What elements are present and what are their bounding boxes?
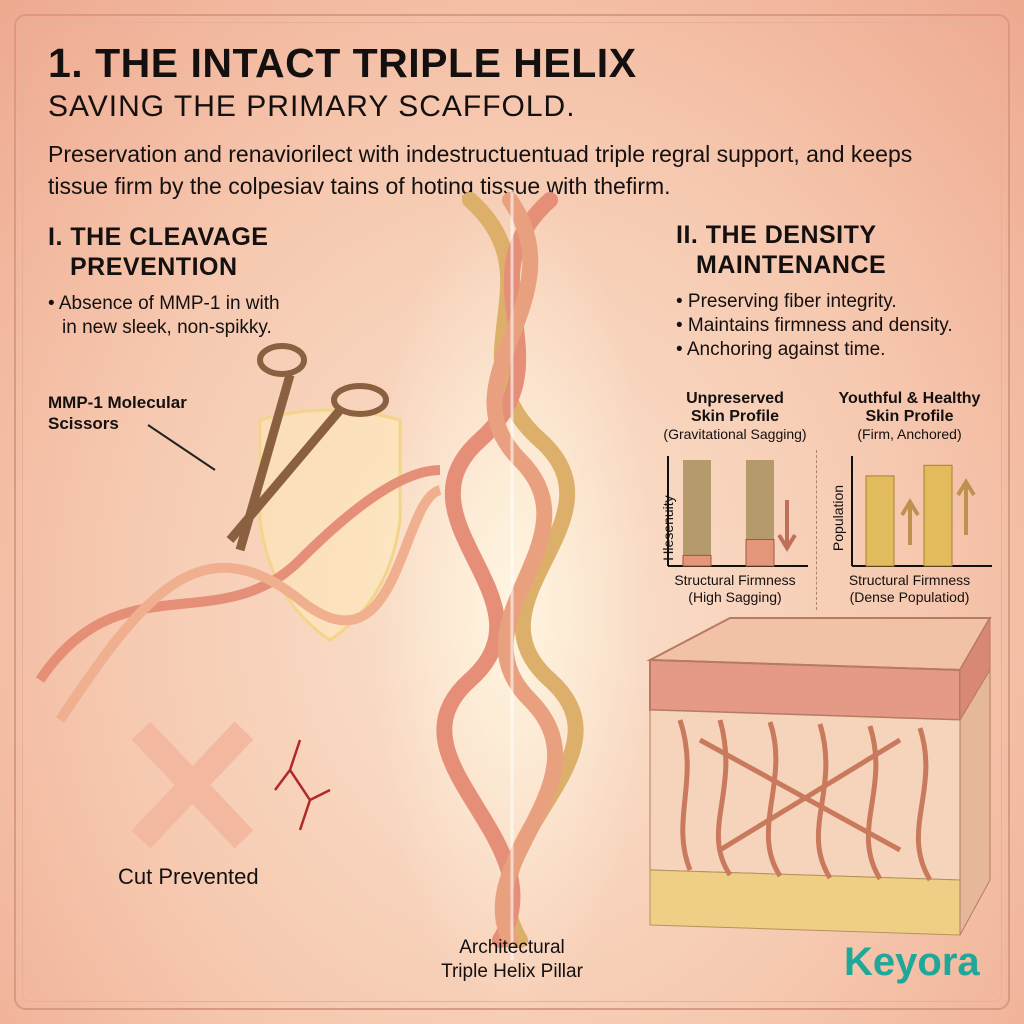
- bar-fill: [682, 554, 712, 567]
- chart-subtitle: (Gravitational Sagging): [663, 426, 807, 442]
- helix-label: Architectural Triple Helix Pillar: [420, 936, 604, 984]
- bar: [683, 460, 711, 566]
- cut-prevented-label: Cut Prevented: [118, 864, 259, 889]
- logo-text: Keyora: [844, 940, 980, 984]
- crack-icon: [274, 739, 331, 831]
- dna-strand-icon: [35, 465, 443, 723]
- cleavage-heading-line2: PREVENTION: [70, 253, 238, 281]
- bullet: • Absence of MMP-1 in with: [48, 293, 280, 314]
- page-subtitle: SAVING THE PRIMARY SCAFFOLD.: [48, 90, 576, 123]
- chart-title-line1: Unpreserved: [686, 390, 784, 407]
- chart-divider: [816, 450, 817, 610]
- chart-title-line2: Skin Profile: [690, 408, 780, 425]
- xlabel-line1: Structural Firmness: [674, 572, 796, 588]
- healthy-chart-title: Youthful & Healthy Skin Profile (Firm, A…: [822, 390, 997, 442]
- scissors-icon: [226, 343, 389, 552]
- density-heading: II. THE DENSITY MAINTENANCE: [676, 220, 886, 280]
- intro-text: Preservation and renaviorilect with inde…: [48, 141, 913, 199]
- unpreserved-chart-xlabel: Structural Firmness (High Sagging): [650, 572, 820, 606]
- xlabel-line1: Structural Firmness: [848, 572, 971, 588]
- bullet: in new sleek, non-spikky.: [62, 317, 272, 338]
- xlabel-line2: (Dense Populatiod): [849, 589, 970, 605]
- scissors-label-line2: Scissors: [48, 414, 119, 433]
- xlabel-line2: (High Sagging): [688, 589, 782, 605]
- up-arrow-icon: [900, 498, 920, 545]
- healthy-chart-xlabel: Structural Firmness (Dense Populatiod): [822, 572, 997, 606]
- bar-fill: [745, 539, 775, 567]
- scissors-label: MMP-1 Molecular Scissors: [48, 392, 187, 434]
- down-arrow-icon: [777, 500, 797, 552]
- label-pointer: [147, 424, 216, 471]
- x-mark-icon: [131, 721, 254, 849]
- density-heading-line1: II. THE DENSITY: [676, 221, 877, 249]
- page-title: 1. THE INTACT TRIPLE HELIX: [48, 40, 637, 86]
- chart-title-line1: Youthful & Healthy: [838, 390, 981, 407]
- bullet: • Maintains firmness and density.: [676, 315, 953, 336]
- cleavage-heading: I. THE CLEAVAGE PREVENTION: [48, 222, 268, 282]
- chart-subtitle: (Firm, Anchored): [857, 426, 962, 442]
- bar: [865, 475, 895, 567]
- density-heading-line2: MAINTENANCE: [696, 251, 887, 279]
- unpreserved-chart-title: Unpreserved Skin Profile (Gravitational …: [650, 390, 820, 442]
- up-arrow-icon: [956, 478, 976, 535]
- density-bullets: • Preserving fiber integrity. • Maintain…: [676, 290, 953, 362]
- chart-title-line2: Skin Profile: [865, 408, 954, 425]
- bar: [923, 464, 953, 567]
- cleavage-heading-line1: I. THE CLEAVAGE: [48, 223, 269, 251]
- bullet: • Anchoring against time.: [676, 339, 886, 360]
- bullet: • Preserving fiber integrity.: [676, 291, 897, 312]
- cleavage-bullets: • Absence of MMP-1 in with in new sleek,…: [48, 292, 280, 340]
- helix-label-line2: Triple Helix Pillar: [441, 961, 583, 982]
- helix-label-line1: Architectural: [459, 937, 565, 958]
- keyora-logo: Keyora: [844, 940, 980, 985]
- scissors-label-line1: MMP-1 Molecular: [48, 393, 187, 412]
